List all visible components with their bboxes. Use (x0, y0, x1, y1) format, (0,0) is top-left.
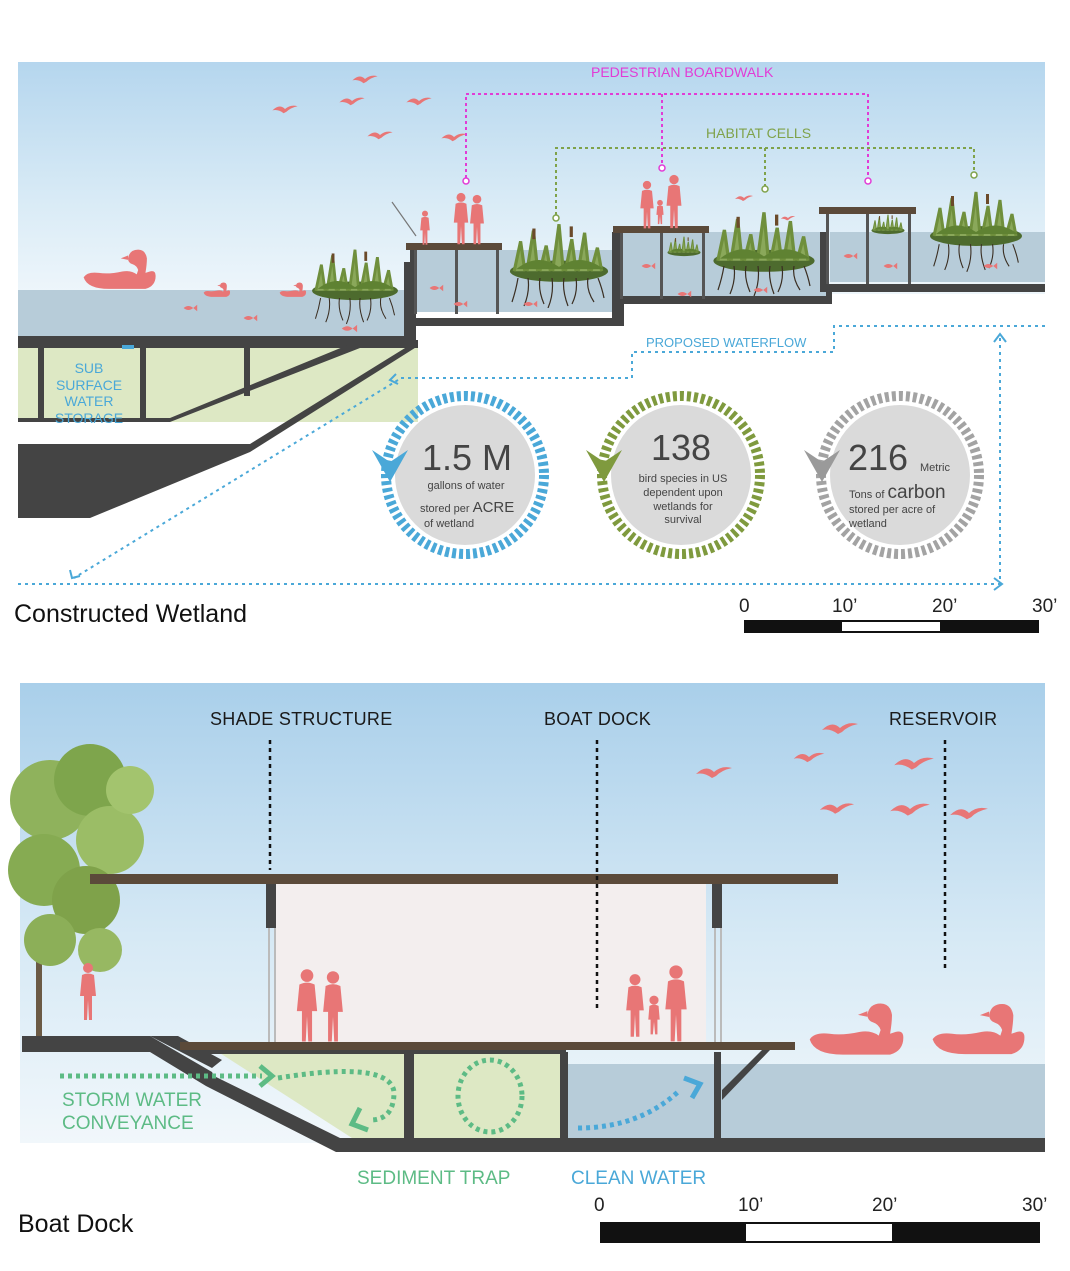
wetland-section (18, 62, 1045, 633)
boardwalk-label: PEDESTRIAN BOARDWALK (591, 64, 774, 80)
dock-scale-30: 30’ (1022, 1195, 1048, 1216)
storage-label: SUB SURFACE WATER STORAGE (54, 360, 124, 426)
stat-carbon-line3: wetland (849, 518, 887, 530)
reservoir-water (566, 1064, 1045, 1140)
wetland-ground-slab (18, 452, 250, 518)
wetland-title: Constructed Wetland (14, 600, 247, 628)
wetland-scale-20: 20’ (932, 596, 958, 617)
dock-scale-20: 20’ (872, 1195, 898, 1216)
shade-structure-label: SHADE STRUCTURE (210, 709, 393, 729)
stat-circle-carbon (804, 391, 984, 559)
waterflow-label: PROPOSED WATERFLOW (646, 335, 807, 350)
chevron-down-icon (586, 450, 622, 482)
stat-circle-birds (586, 391, 765, 559)
wetland-scale-10: 10’ (832, 596, 858, 617)
stat-birds-value: 138 (651, 427, 712, 468)
stat-circle-water (372, 391, 549, 559)
dock-scale-0: 0 (594, 1195, 605, 1216)
tree (8, 744, 154, 1040)
dock-scale-10: 10’ (738, 1195, 764, 1216)
stat-carbon-line1: Tons of carbon (849, 482, 946, 503)
wetland-scale-0: 0 (739, 596, 750, 617)
stat-carbon-value: 216 (848, 437, 909, 478)
stat-carbon-unit: Metric (920, 462, 950, 474)
stat-water-value: 1.5 M (422, 437, 513, 478)
habitat-callout-lines (555, 147, 975, 215)
wetland-scale-30: 30’ (1032, 596, 1058, 617)
dock-leader-lines (268, 740, 947, 1008)
dock-ground-profile (22, 1036, 1045, 1152)
dock-title: Boat Dock (18, 1210, 134, 1238)
wetland-figures (83, 174, 796, 297)
chevron-down-icon (372, 450, 408, 482)
sediment-chamber (212, 1048, 565, 1138)
wetland-step-profile (410, 248, 1045, 326)
boardwalk-platforms (406, 207, 916, 314)
boardwalk-callout-lines (465, 93, 869, 178)
reservoir-label: RESERVOIR (889, 709, 998, 729)
stat-water-desc: gallons of water stored per ACRE of wetl… (420, 480, 515, 530)
clean-water-label: CLEAN WATER (571, 1168, 707, 1189)
dock-section (8, 683, 1045, 1243)
stat-carbon-line2: stored per acre of (849, 504, 936, 516)
storm-water-flow (60, 1057, 682, 1135)
sediment-trap-label: SEDIMENT TRAP (357, 1168, 511, 1189)
storm-water-label: STORM WATER CONVEYANCE (62, 1090, 203, 1134)
stat-birds-desc: bird species in US dependent upon wetlan… (638, 473, 728, 527)
wetland-scale-bar (744, 620, 1039, 633)
boat-dock-label: BOAT DOCK (544, 709, 652, 729)
chevron-down-icon (804, 450, 840, 482)
dock-scale-bar (600, 1222, 1040, 1243)
dock-deck (180, 1042, 795, 1050)
habitat-cells-label: HABITAT CELLS (706, 125, 812, 141)
waterflow-path (18, 325, 1045, 585)
